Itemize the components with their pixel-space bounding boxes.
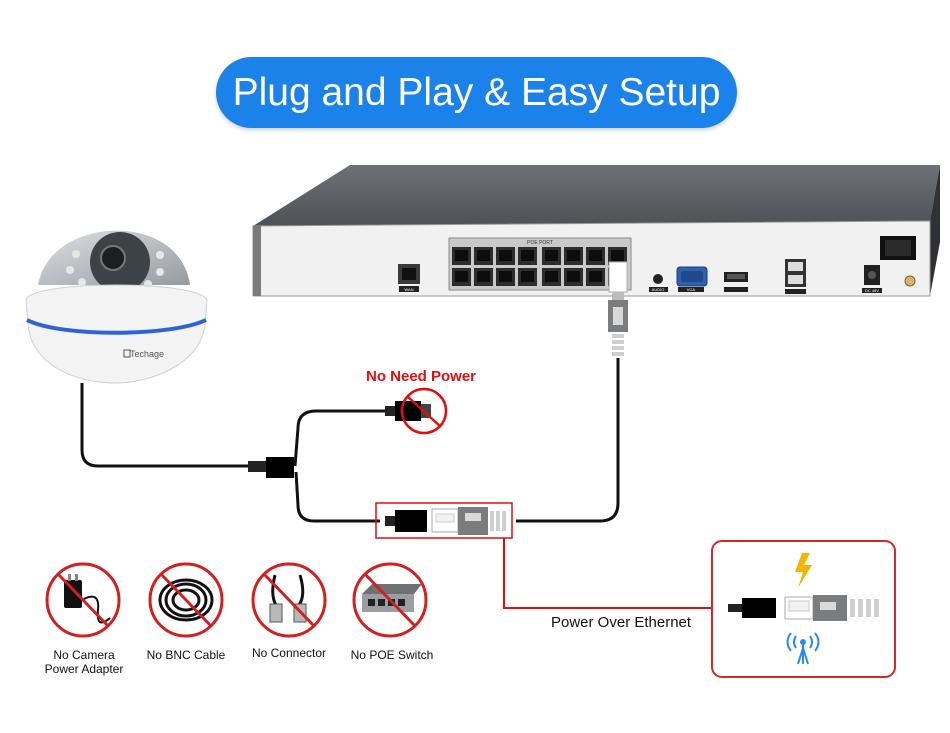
ir-led bbox=[66, 266, 74, 274]
dc-power-port: DC 48V bbox=[862, 265, 882, 293]
no-item-line: Power Adapter bbox=[44, 662, 124, 676]
poe-port bbox=[542, 247, 561, 265]
splitter-connector bbox=[248, 457, 294, 478]
wan-label: WAN bbox=[404, 287, 413, 292]
lightning-icon bbox=[795, 553, 812, 588]
wifi-signal-icon bbox=[786, 632, 820, 665]
poe-port bbox=[518, 268, 537, 286]
poe-port bbox=[586, 247, 605, 265]
poe-port bbox=[474, 268, 493, 286]
poe-port bbox=[586, 268, 605, 286]
poe-port-label: POE PORT bbox=[527, 240, 553, 246]
no-power-adapter bbox=[45, 562, 121, 638]
poe-port bbox=[474, 247, 493, 265]
ir-led bbox=[72, 250, 80, 258]
no-item-label: No BNC Cable bbox=[140, 648, 232, 662]
dc-label: DC 48V bbox=[865, 288, 879, 293]
poe-port bbox=[496, 268, 515, 286]
poe-connector bbox=[375, 502, 513, 539]
no-item-line: No BNC Cable bbox=[146, 648, 226, 662]
camera-brand: Techage bbox=[130, 349, 164, 359]
ir-led bbox=[78, 278, 86, 286]
hdmi-port bbox=[724, 272, 748, 292]
poe-port bbox=[518, 247, 537, 265]
no-item-label: No POE Switch bbox=[344, 648, 440, 662]
poe-port-block: POE PORT bbox=[448, 237, 632, 291]
poe-port bbox=[452, 247, 471, 265]
no-poe-switch bbox=[352, 562, 428, 638]
callout-line bbox=[503, 538, 712, 609]
power-switch bbox=[880, 236, 916, 287]
unused-dc-plug bbox=[385, 387, 448, 435]
nvr-left-edge bbox=[253, 226, 261, 296]
no-item-line: No POE Switch bbox=[350, 648, 434, 662]
poe-zoom-box bbox=[711, 540, 896, 678]
poe-switch-icon bbox=[362, 584, 422, 612]
vga-port: VGA bbox=[676, 266, 708, 292]
poe-port bbox=[564, 247, 583, 265]
bnc-cable-icon bbox=[158, 578, 214, 622]
nvr-network-plug bbox=[608, 261, 628, 356]
nvr-recorder: WAN POE PORT AUDIO VGA bbox=[252, 165, 940, 297]
poe-port bbox=[496, 247, 515, 265]
audio-label: AUDIO bbox=[652, 287, 665, 292]
no-need-power-label: No Need Power bbox=[366, 368, 477, 385]
audio-port: AUDIO bbox=[649, 274, 668, 292]
ir-led bbox=[156, 251, 164, 259]
nvr-top-cover bbox=[253, 165, 940, 226]
poe-port bbox=[608, 247, 627, 265]
usb-ports bbox=[785, 259, 806, 294]
nvr-side bbox=[930, 165, 940, 296]
wan-port: WAN bbox=[398, 264, 420, 292]
no-icon bbox=[400, 387, 448, 435]
no-item-label: No Camera Power Adapter bbox=[38, 648, 130, 676]
wiring bbox=[80, 358, 620, 523]
no-item-line: No Camera bbox=[53, 648, 115, 662]
no-bnc-cable bbox=[148, 562, 224, 638]
power-over-ethernet-label: Power Over Ethernet bbox=[551, 614, 692, 631]
no-item-line: No Connector bbox=[251, 646, 327, 660]
poe-port bbox=[542, 268, 561, 286]
dome-camera: Techage bbox=[25, 230, 208, 384]
no-connector bbox=[251, 562, 327, 638]
page-title: Plug and Play & Easy Setup bbox=[216, 57, 737, 128]
poe-port bbox=[452, 268, 471, 286]
ir-led bbox=[156, 268, 164, 276]
vga-label: VGA bbox=[687, 287, 696, 292]
no-item-label: No Connector bbox=[243, 646, 335, 660]
poe-port bbox=[564, 268, 583, 286]
